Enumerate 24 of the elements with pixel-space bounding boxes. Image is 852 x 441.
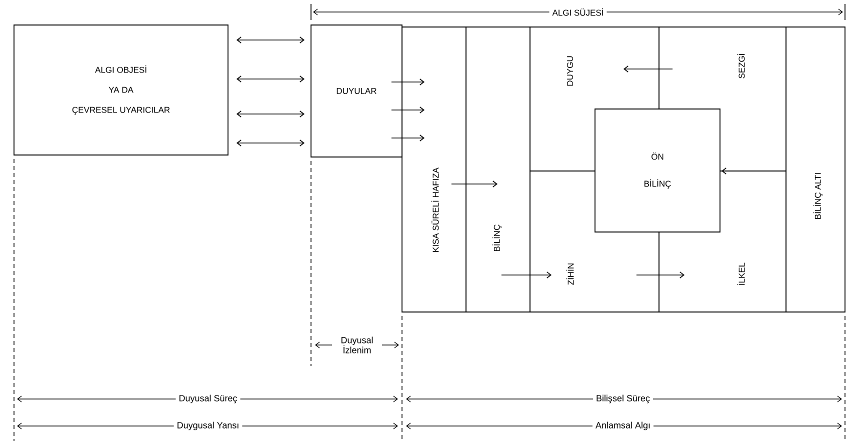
center-box: ÖN BİLİNÇ	[594, 108, 720, 232]
dimension-label: ALGI SÜJESİ	[549, 5, 607, 19]
arrow	[236, 76, 305, 82]
arrow	[391, 106, 425, 114]
arrow	[236, 36, 305, 44]
dimension-label: Duyusal Süreç	[176, 392, 240, 406]
stimulus-box: ALGI OBJESİ YA DA ÇEVRESEL UYARICILAR	[14, 24, 228, 156]
dimension-label: Duygusal Yansı	[174, 418, 242, 434]
arrow	[636, 272, 685, 278]
arrow	[501, 272, 552, 278]
dimension-label: Anlamsal Algı	[592, 418, 654, 434]
dimension-label: Duyusal İzlenim	[332, 334, 382, 356]
arrow	[236, 110, 305, 118]
arrow	[391, 134, 425, 142]
senses-box: DUYULAR	[310, 24, 402, 158]
column-box: BİLİNÇ	[466, 26, 530, 312]
column-box: KISA SÜRELİ HAFIZA	[402, 26, 466, 312]
arrow	[391, 78, 425, 86]
dimension-label: Bilişsel Süreç	[593, 392, 653, 406]
arrow	[721, 168, 786, 174]
arrow	[451, 180, 498, 188]
arrow	[623, 66, 673, 72]
column-box: BİLİNÇ ALTI	[786, 26, 846, 312]
arrow	[236, 140, 305, 146]
